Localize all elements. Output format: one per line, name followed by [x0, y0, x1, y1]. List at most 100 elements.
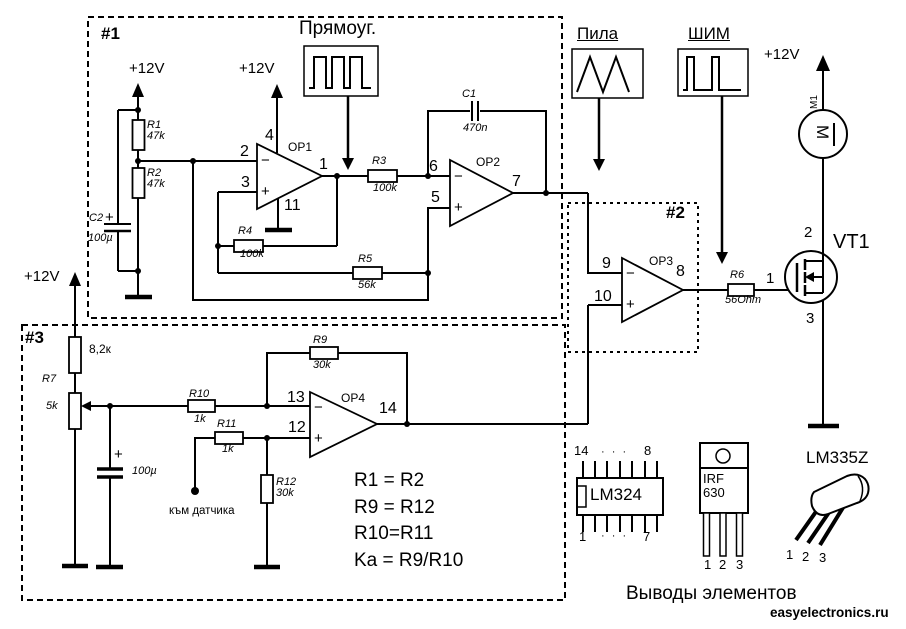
op1-noninv-pin: 3: [241, 174, 250, 191]
waveform-box-pwm: [677, 48, 749, 264]
op3-minus-sign: −: [626, 265, 635, 282]
op4-noninv-pin: 12: [288, 419, 306, 436]
lm324-pin-tr: 8: [644, 443, 652, 458]
op4-out-pin: 14: [379, 400, 397, 417]
mosfet-symbol: [784, 158, 838, 304]
lm335z-pin-2: 2: [802, 549, 810, 564]
block2-outline: [567, 202, 699, 353]
op1-out-pin: 1: [319, 156, 328, 173]
pwm-wave-icon: [683, 56, 741, 91]
power-arrows: [69, 55, 830, 286]
op2-out-pin: 7: [512, 173, 521, 190]
op4-triangle: [309, 390, 380, 459]
supply-label-motor: +12V: [764, 46, 800, 63]
op3-plus-sign: +: [626, 296, 635, 313]
potentiometer-wiper-arrow: [81, 401, 91, 411]
sensor-note: към датчика: [169, 505, 235, 517]
irf630-pin-2: 2: [719, 557, 727, 572]
irf630-name-line2: 630: [703, 485, 725, 500]
r12-ref: R12: [276, 476, 297, 488]
r10-value: 1k: [194, 413, 206, 425]
r6-ref: R6: [730, 269, 745, 281]
op3-noninv-pin: 10: [594, 288, 612, 305]
lm335z-pin-3: 3: [819, 550, 827, 565]
op1-triangle: [256, 142, 325, 211]
op1-inv-pin: 2: [240, 143, 249, 160]
op3-inv-pin: 9: [602, 255, 611, 272]
r5-value: 56k: [358, 279, 376, 291]
op1-name: OP1: [288, 140, 313, 154]
op3-out-pin: 8: [676, 263, 685, 280]
r12-value: 30k: [276, 487, 294, 499]
saw-wave-label: Пила: [577, 24, 619, 43]
op4-name: OP4: [341, 391, 366, 405]
lm335z-name: LM335Z: [806, 448, 869, 467]
lm324-name: LM324: [590, 485, 642, 504]
op4-plus-sign: +: [314, 430, 323, 447]
c2-value: 100µ: [88, 232, 113, 244]
junction-dots: [107, 107, 549, 495]
op2-triangle: [449, 158, 515, 228]
square-wave-label: Прямоуг.: [299, 18, 377, 39]
vt1-ref: VT1: [833, 231, 870, 253]
r9-ref: R9: [313, 334, 328, 346]
op4-minus-sign: −: [314, 399, 323, 416]
c2-plus-sign: +: [105, 209, 114, 226]
lm335z-package-drawing: [794, 473, 870, 547]
block1-label: #1: [101, 24, 120, 43]
r4-ref: R4: [238, 225, 253, 237]
block1-outline: [87, 16, 563, 319]
r7-ref: R7: [42, 373, 57, 385]
r11-value: 1k: [222, 443, 234, 455]
r2-value: 47k: [147, 178, 165, 190]
formula-1: R1 = R2: [354, 470, 425, 491]
site-credit: easyelectronics.ru: [770, 605, 889, 620]
formula-3: R10=R11: [354, 523, 434, 544]
r1-ref: R1: [147, 119, 162, 131]
block3-outline: [21, 324, 566, 601]
op1-plus-sign: +: [261, 183, 270, 200]
c3-plus-sign: +: [114, 446, 123, 463]
c2-ref: C2: [89, 212, 104, 224]
lm324-bottom-dots: · · ·: [601, 530, 629, 542]
lm324-pin-bl: 1: [579, 529, 587, 544]
formula-2: R9 = R12: [354, 497, 435, 518]
op3-triangle: [621, 256, 685, 324]
op1-minus-sign: −: [261, 152, 270, 169]
op1-vcc-pin: 4: [265, 127, 274, 144]
dashed-block-outlines: [21, 16, 699, 601]
sensor-terminal: [191, 487, 199, 495]
op2-inv-pin: 6: [429, 158, 438, 175]
op2-plus-sign: +: [454, 199, 463, 216]
r7-top-value: 8,2к: [89, 342, 111, 356]
block2-label: #2: [666, 203, 685, 222]
supply-label-op1: +12V: [239, 60, 275, 77]
c3-value: 100µ: [132, 465, 157, 477]
motor-ref-label: M1: [809, 95, 820, 109]
op4-inv-pin: 13: [287, 389, 305, 406]
r3-ref: R3: [372, 155, 387, 167]
r3-value: 100k: [373, 182, 397, 194]
resistor-symbols: [68, 119, 755, 504]
r9-value: 30k: [313, 359, 331, 371]
vt1-gate-pin: 1: [766, 270, 775, 287]
square-wave-icon: [309, 56, 371, 89]
r6-value: 56Ohm: [725, 294, 762, 306]
op1-gnd-pin: 11: [284, 197, 301, 214]
r4-value: 100k: [240, 248, 264, 260]
lm324-package-drawing: [576, 461, 664, 532]
waveform-box-saw: [571, 48, 644, 171]
irf630-pin-3: 3: [736, 557, 744, 572]
lm324-pin-br: 7: [643, 529, 651, 544]
irf630-name-line1: IRF: [703, 471, 724, 486]
lm324-top-dots: · · ·: [601, 446, 629, 458]
ground-symbols: [62, 227, 839, 570]
vt1-drain-pin: 2: [804, 224, 813, 241]
saw-wave-icon: [576, 54, 630, 95]
r11-ref: R11: [217, 418, 237, 430]
pwm-wave-label: ШИМ: [688, 24, 730, 43]
r5-ref: R5: [358, 253, 373, 265]
block3-label: #3: [25, 328, 44, 347]
op2-noninv-pin: 5: [431, 189, 440, 206]
